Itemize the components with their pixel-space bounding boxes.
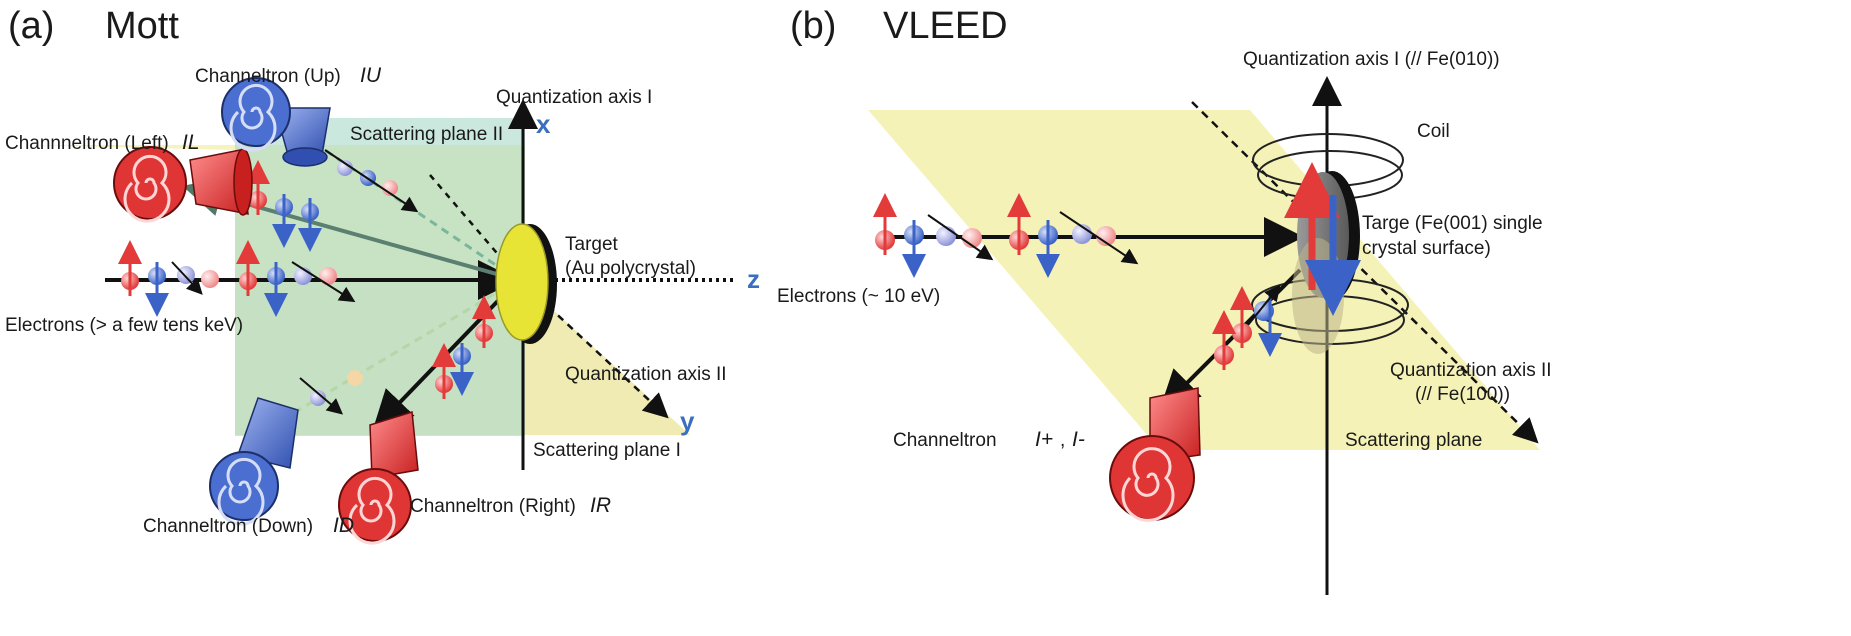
quantization-axis-2-line-b <box>1191 101 1539 444</box>
channeltron-up-a <box>221 77 331 167</box>
incoming-electrons-b <box>873 193 1139 278</box>
electrons-label-b: Electrons (~ 10 eV) <box>777 286 940 307</box>
channeltron-down-a <box>209 397 299 526</box>
electrons-label-a: Electrons (> a few tens keV) <box>5 315 243 336</box>
quantization-axis-2-label-b-line1: Quantization axis II <box>1390 360 1552 381</box>
scattering-plane-1-label: Scattering plane I <box>533 440 681 461</box>
scattering-plane-b-area <box>868 110 1540 450</box>
channeltron-up-label: Channeltron (Up) <box>195 66 341 87</box>
channeltron-b <box>1109 387 1201 522</box>
electrons-left-a <box>246 160 322 252</box>
scattering-plane-label-b: Scattering plane <box>1345 430 1482 451</box>
panel-b-label: (b) <box>790 5 836 47</box>
channeltron-right-label: Channeltron (Right) <box>410 496 576 517</box>
target-label-b-line1: Targe (Fe(001) single <box>1362 213 1543 234</box>
scattering-plane-2-label: Scattering plane II <box>350 124 503 145</box>
current-up-label: IU <box>360 64 382 87</box>
channeltron-right-a <box>338 411 419 545</box>
quantization-axis-2-label-a: Quantization axis II <box>565 364 727 385</box>
quantization-axis-1-label-b: Quantization axis I (// Fe(010)) <box>1243 49 1500 70</box>
quantization-axis-1-label-a: Quantization axis I <box>496 87 652 108</box>
quantization-axis-2-label-b-line2: (// Fe(100)) <box>1415 384 1510 405</box>
channeltron-left-a <box>113 146 253 223</box>
target-label-a-line1: Target <box>565 234 619 255</box>
coil-label: Coil <box>1417 121 1450 142</box>
channeltron-label-b: Channeltron <box>893 430 997 451</box>
channeltron-down-label: Channeltron (Down) <box>143 516 313 537</box>
current-right-label: IR <box>590 494 611 517</box>
current-plus-label: I+ <box>1035 428 1053 451</box>
axis-x-letter: x <box>536 109 551 139</box>
current-down-label: ID <box>333 514 354 537</box>
target-label-a-line2: (Au polycrystal) <box>565 258 696 279</box>
incoming-electrons-a <box>118 240 356 317</box>
current-minus-label: I- <box>1072 428 1085 451</box>
scattered-electrons-b <box>1212 284 1282 370</box>
channeltron-left-label: Channneltron (Left) <box>5 133 169 154</box>
panel-b: (b) VLEED Quantization axis I (// Fe(010… <box>777 5 1552 595</box>
target-label-b-line2: crystal surface) <box>1362 238 1491 259</box>
electrons-right-a <box>432 295 496 399</box>
panel-a-title: Mott <box>105 5 179 47</box>
panel-b-title: VLEED <box>883 5 1008 47</box>
electrons-down-a <box>299 370 363 415</box>
axis-z-letter: z <box>747 264 760 294</box>
axis-y-letter: y <box>680 406 695 436</box>
current-separator: , <box>1060 430 1065 451</box>
panel-a: (a) Mott Channeltron (Up) IU Channneltro… <box>5 5 760 545</box>
target-a-disk <box>495 223 549 341</box>
electrons-up-a <box>324 149 419 213</box>
panel-a-label: (a) <box>8 5 54 47</box>
current-left-label: IL <box>182 131 200 154</box>
